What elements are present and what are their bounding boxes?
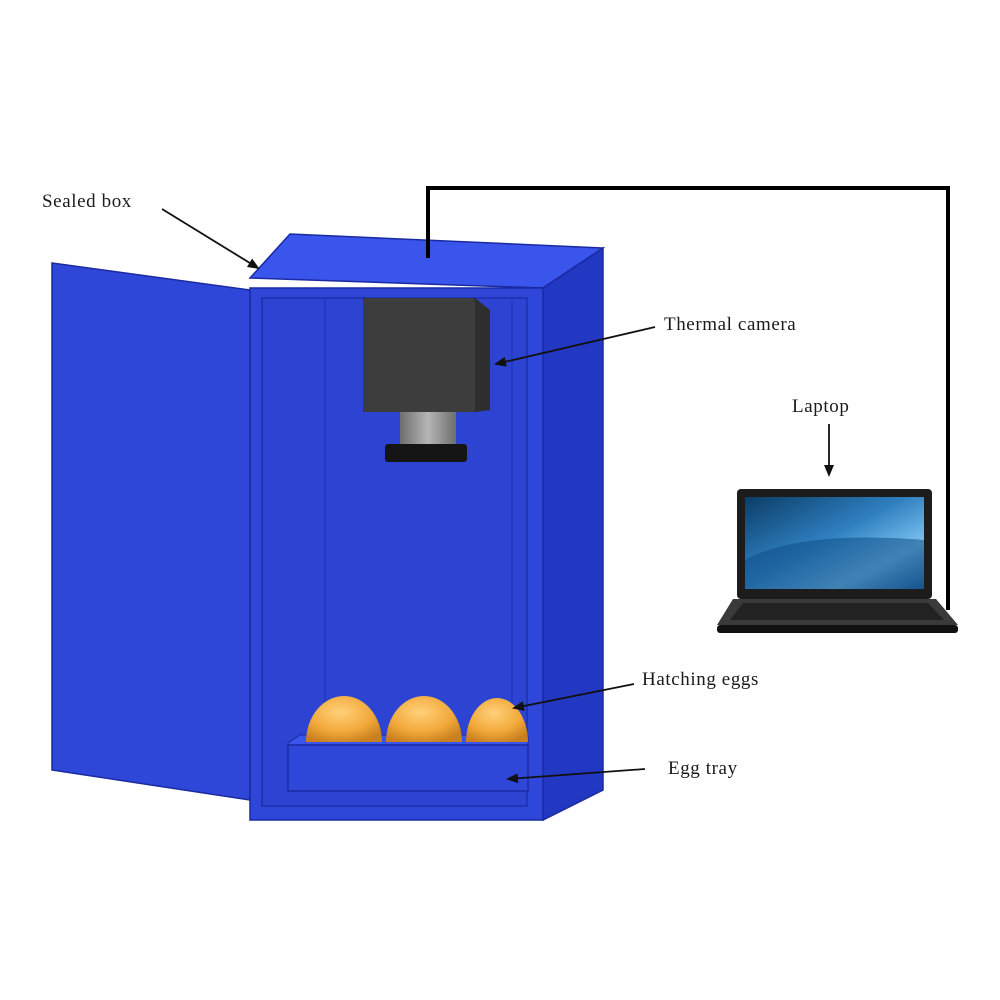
- arrow-thermal-camera: [494, 326, 656, 367]
- box-door: [51, 262, 251, 801]
- camera-cable: [426, 186, 950, 610]
- label-thermal-camera: Thermal camera: [664, 314, 796, 335]
- arrow-hatching-eggs: [512, 683, 635, 711]
- box-right-side: [542, 246, 604, 822]
- egg-tray: [287, 734, 529, 792]
- egg: [306, 696, 382, 742]
- egg: [386, 696, 462, 742]
- label-sealed-box: Sealed box: [42, 191, 132, 212]
- hatching-eggs: [306, 696, 528, 742]
- label-laptop: Laptop: [792, 396, 849, 417]
- laptop-icon: [717, 489, 958, 633]
- arrow-egg-tray: [506, 768, 646, 784]
- label-egg-tray: Egg tray: [668, 758, 738, 779]
- thermal-camera-icon: [363, 298, 490, 462]
- arrow-sealed-box: [161, 208, 260, 270]
- label-hatching-eggs: Hatching eggs: [642, 669, 759, 690]
